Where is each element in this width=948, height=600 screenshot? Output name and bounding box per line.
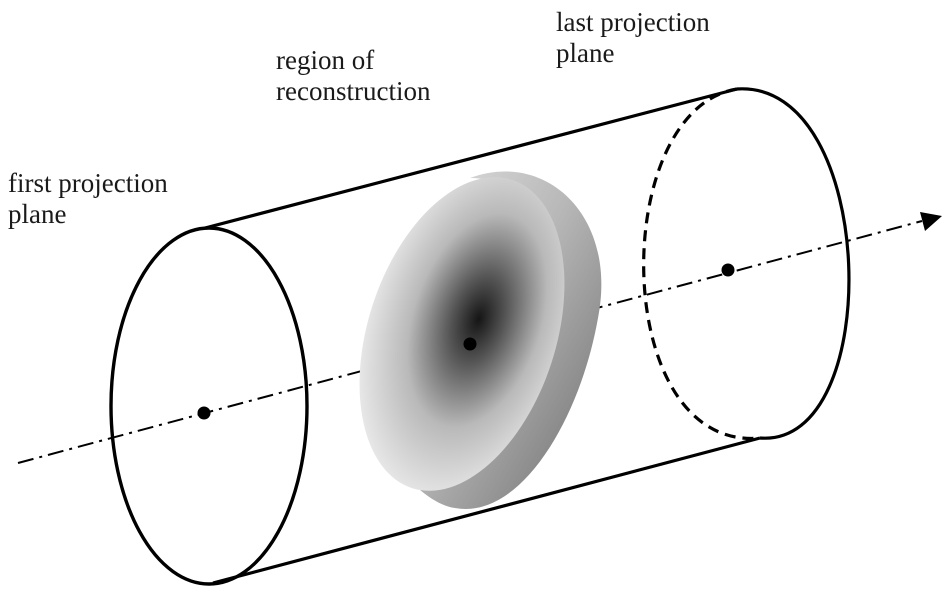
- last-plane-center-dot: [721, 263, 735, 277]
- cylinder-top-edge: [204, 87, 738, 230]
- last-plane-hidden-arc: [642, 87, 761, 440]
- cylinder-bottom-edge: [212, 436, 761, 585]
- last-plane-label-line1: last projection: [556, 7, 710, 37]
- first-plane-ellipse: [109, 226, 309, 586]
- first-plane-label-line1: first projection: [8, 168, 168, 198]
- last-plane-label-line2: plane: [556, 38, 615, 68]
- region-label-line2: reconstruction: [276, 76, 431, 106]
- last-plane-visible-arc: [736, 87, 851, 440]
- disk-center-dot: [463, 337, 477, 351]
- region-of-reconstruction-label: region of reconstruction: [276, 45, 430, 107]
- first-plane-label-line2: plane: [8, 199, 67, 229]
- disk-face: [359, 177, 565, 491]
- first-plane-center-dot: [197, 406, 211, 420]
- first-projection-plane-label: first projection plane: [8, 168, 168, 230]
- region-label-line1: region of: [276, 45, 375, 75]
- axis-arrowhead: [920, 212, 942, 231]
- reconstruction-disk: [359, 171, 602, 509]
- last-projection-plane-label: last projection plane: [556, 7, 710, 69]
